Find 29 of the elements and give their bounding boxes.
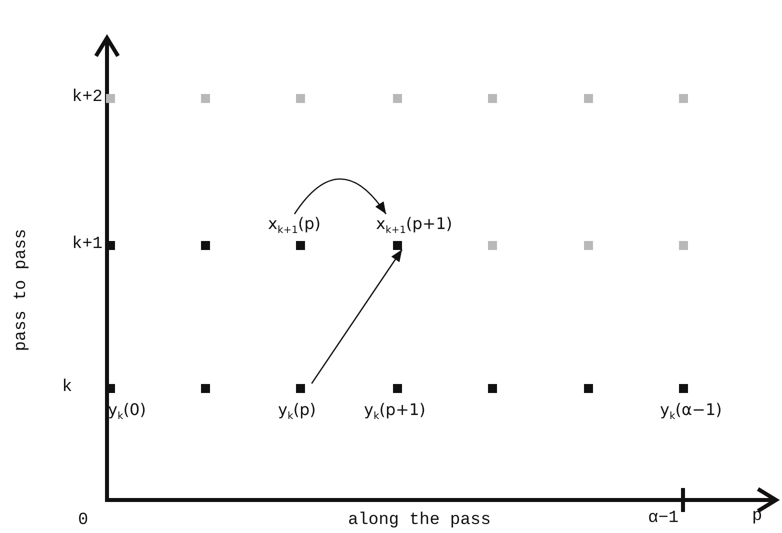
arrow <box>311 249 403 384</box>
tick-label: α−1 <box>648 509 679 529</box>
grid-point <box>200 94 210 102</box>
grid-point <box>200 240 210 250</box>
point-label: y$_{k}$(α−1) <box>660 400 722 424</box>
grid-point <box>584 384 592 392</box>
grid-point <box>296 94 304 102</box>
axis-title: p <box>752 507 762 527</box>
curved-arrow <box>294 178 387 214</box>
axis-title: along the pass <box>348 511 491 531</box>
axis-title: pass to pass <box>12 228 32 352</box>
point-label: y$_{k}$(p) <box>278 400 316 424</box>
grid-point <box>392 94 402 102</box>
tick-label: 0 <box>78 511 88 531</box>
row-label: k <box>62 378 72 398</box>
row-label: k+1 <box>72 235 103 255</box>
row-label: k+2 <box>72 88 103 108</box>
point-label: x$_{k+1}$(p) <box>268 214 321 238</box>
grid-point <box>488 94 496 102</box>
grid-point <box>584 94 592 102</box>
grid-point <box>200 384 210 392</box>
grid-point <box>488 240 496 250</box>
point-label: x$_{k+1}$(p+1) <box>376 214 452 238</box>
grid-point <box>488 384 496 392</box>
grid-point <box>678 240 688 250</box>
point-label: y$_{k}$(p+1) <box>364 400 426 424</box>
point-label: y$_{k}$(0) <box>108 400 146 424</box>
grid-point <box>678 94 688 102</box>
grid-point <box>584 240 592 250</box>
